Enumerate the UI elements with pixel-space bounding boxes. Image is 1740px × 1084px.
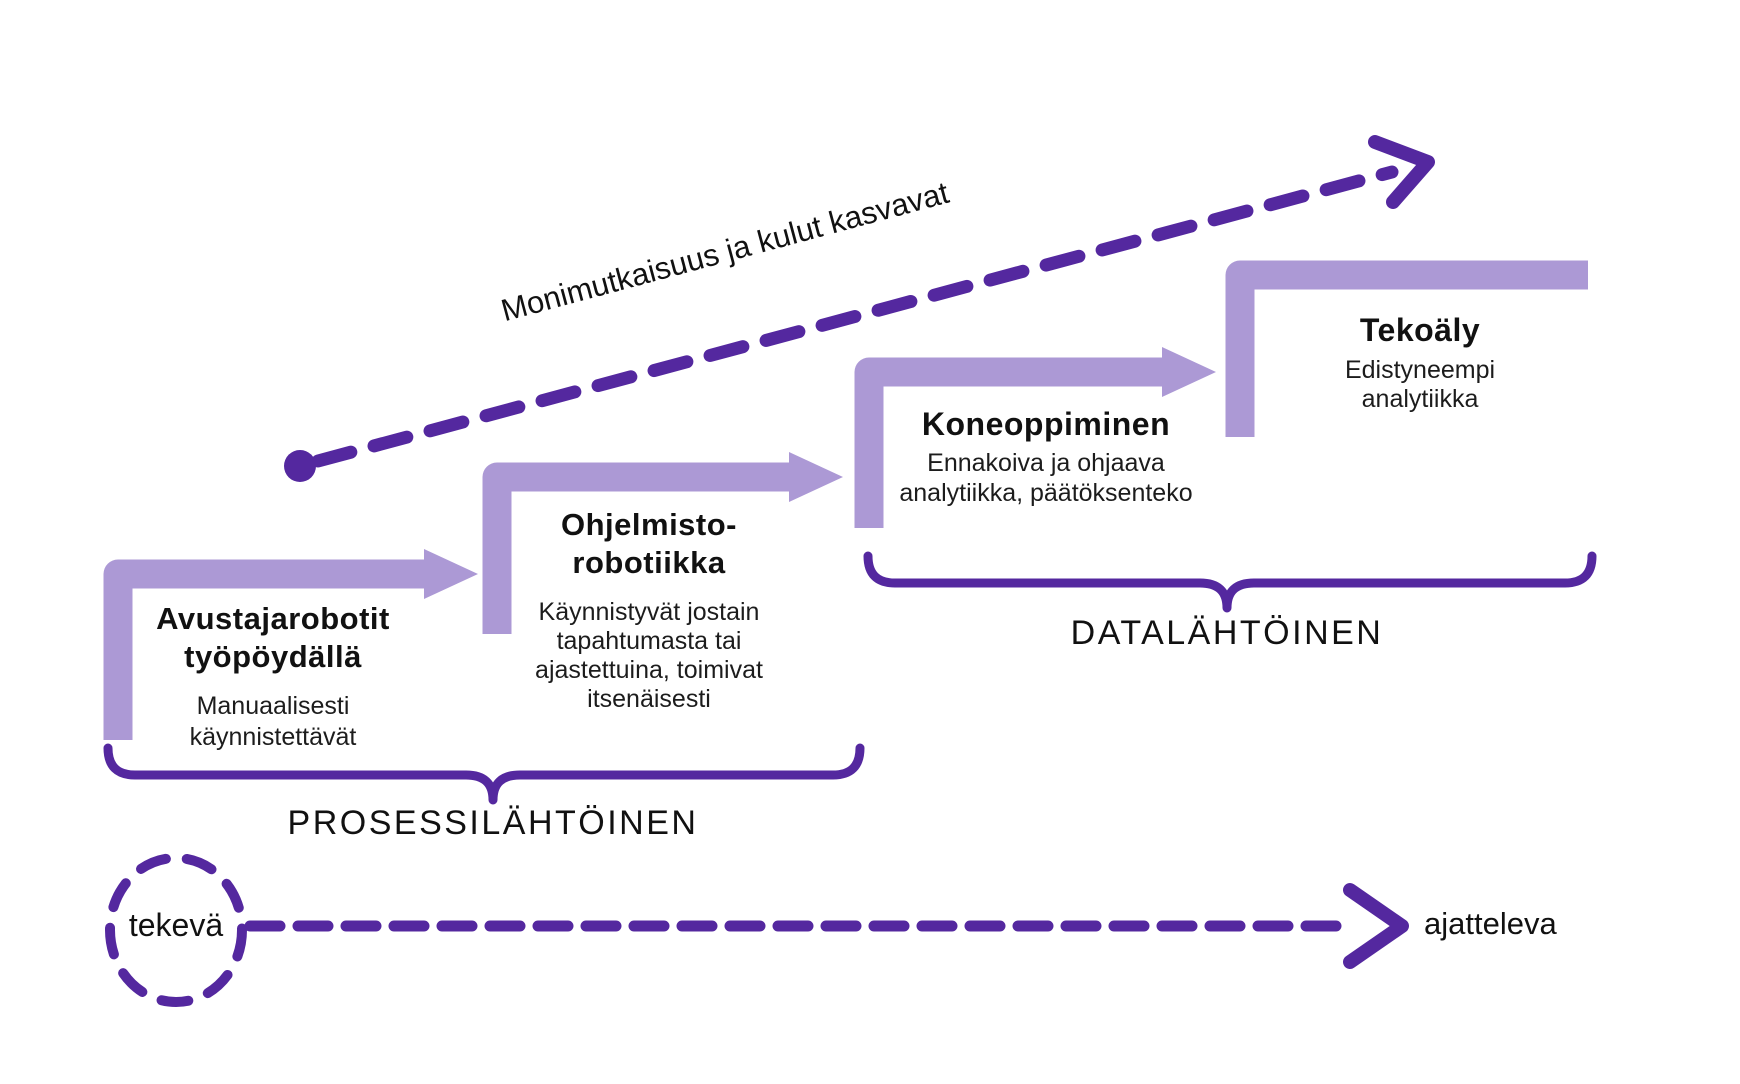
spectrum-arrowhead-icon xyxy=(1343,883,1409,969)
step-2-title: Ohjelmisto- robotiikka xyxy=(560,507,738,580)
step-3-bar xyxy=(854,357,1162,528)
step-1-arrowhead-icon xyxy=(424,549,478,599)
complexity-arrow xyxy=(284,135,1435,482)
complexity-arrowhead-icon xyxy=(1368,135,1435,209)
step-arrow-2 xyxy=(482,452,843,634)
step-1-title: Avustajarobotit työpöydällä xyxy=(156,601,390,674)
spectrum-end-label: ajatteleva xyxy=(1424,906,1557,941)
step-3-description: Ennakoiva ja ohjaava analytiikka, päätök… xyxy=(899,449,1193,507)
step-2-arrowhead-icon xyxy=(789,452,843,502)
step-1-description: Manuaalisesti käynnistettävät xyxy=(189,692,357,751)
step-arrow-4 xyxy=(1225,260,1588,437)
step-4-description: Edistyneempi analytiikka xyxy=(1344,356,1496,413)
step-3-title: Koneoppiminen xyxy=(921,406,1171,442)
complexity-dashed-line xyxy=(311,165,1399,468)
category-label-process: PROSESSILÄHTÖINEN xyxy=(287,804,699,842)
step-arrow-1 xyxy=(103,549,478,740)
arrow-start-dot xyxy=(284,450,316,482)
category-label-data: DATALÄHTÖINEN xyxy=(1070,614,1384,652)
step-1-bar xyxy=(103,559,424,740)
step-4-bar xyxy=(1225,260,1588,437)
spectrum-start-label: tekevä xyxy=(128,907,224,943)
step-2-bar xyxy=(482,462,789,634)
dashed-circle xyxy=(105,853,247,1007)
process-brace xyxy=(103,743,865,805)
spectrum-arrow xyxy=(105,853,1409,1007)
step-2-description: Käynnistyvät jostain tapahtumasta tai aj… xyxy=(535,598,763,713)
data-brace xyxy=(863,551,1597,613)
step-arrow-3 xyxy=(854,347,1216,528)
step-3-arrowhead-icon xyxy=(1162,347,1216,397)
step-4-title: Tekoäly xyxy=(1359,312,1481,348)
